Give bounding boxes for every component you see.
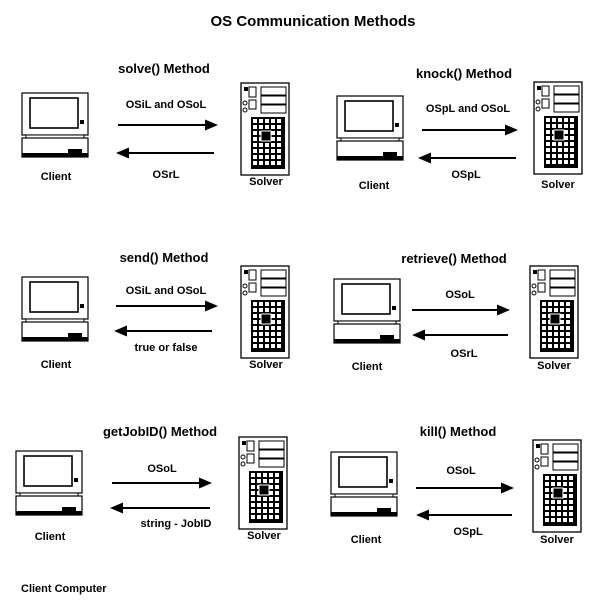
solver-server-icon [238, 436, 288, 530]
diagram-title: OS Communication Methods [210, 13, 415, 30]
response-arrow [116, 147, 214, 159]
client-label: Client [35, 531, 66, 543]
response-arrow [418, 152, 516, 164]
solver-server-icon [532, 439, 582, 533]
client-label: Client [351, 534, 382, 546]
panel-kill: kill() Method Client OSoL OSpL Solver [330, 424, 582, 546]
request-message: OSiL and OSoL [126, 285, 207, 297]
request-arrow [116, 300, 218, 312]
method-title: knock() Method [416, 66, 512, 81]
client-laptop-icon [333, 278, 401, 344]
solver-label: Solver [537, 360, 571, 372]
request-arrow [416, 482, 514, 494]
method-title: retrieve() Method [401, 251, 507, 266]
solver-server-icon [240, 82, 290, 176]
method-title: solve() Method [118, 61, 210, 76]
solver-label: Solver [247, 530, 281, 542]
request-arrow [112, 477, 212, 489]
response-arrow [114, 325, 212, 337]
method-title: send() Method [120, 250, 209, 265]
request-message: OSoL [445, 289, 475, 301]
response-arrow [416, 509, 512, 521]
request-arrow [422, 124, 518, 136]
panel-send: send() Method Client OSiL and OSoL true … [21, 250, 290, 371]
response-message: string - JobID [141, 518, 212, 530]
request-message: OSoL [147, 463, 177, 475]
panel-getjobid: getJobID() Method Client OSoL string - J… [15, 424, 288, 543]
response-arrow [412, 329, 508, 341]
client-laptop-icon [330, 451, 398, 517]
panel-knock: knock() Method Client OSpL and OSoL OSpL… [336, 66, 583, 192]
solver-server-icon [240, 265, 290, 359]
method-title: kill() Method [420, 424, 497, 439]
response-arrow [110, 502, 210, 514]
solver-label: Solver [249, 176, 283, 188]
client-label: Client [352, 361, 383, 373]
solver-label: Solver [249, 359, 283, 371]
solver-server-icon [529, 265, 579, 359]
request-message: OSiL and OSoL [126, 99, 207, 111]
response-message: OSrL [451, 348, 478, 360]
client-label: Client [41, 359, 72, 371]
request-message: OSpL and OSoL [426, 103, 510, 115]
client-laptop-icon [15, 450, 83, 516]
panel-solve: solve() Method Client OSiL and OSoL OSrL… [21, 61, 290, 188]
response-message: true or false [135, 342, 198, 354]
request-arrow [412, 304, 510, 316]
panel-retrieve: retrieve() Method Client OSoL OSrL Solve… [333, 251, 579, 373]
solver-label: Solver [541, 179, 575, 191]
response-message: OSrL [153, 169, 180, 181]
solver-server-icon [533, 81, 583, 175]
request-message: OSoL [446, 465, 476, 477]
client-laptop-icon [21, 276, 89, 342]
method-title: getJobID() Method [103, 424, 217, 439]
client-label: Client [359, 180, 390, 192]
client-laptop-icon [21, 92, 89, 158]
response-message: OSpL [451, 169, 481, 181]
request-arrow [118, 119, 218, 131]
solver-label: Solver [540, 534, 574, 546]
client-laptop-icon [336, 95, 404, 161]
response-message: OSpL [453, 526, 483, 538]
client-label: Client [41, 171, 72, 183]
footer-caption: Client Computer [21, 583, 107, 595]
